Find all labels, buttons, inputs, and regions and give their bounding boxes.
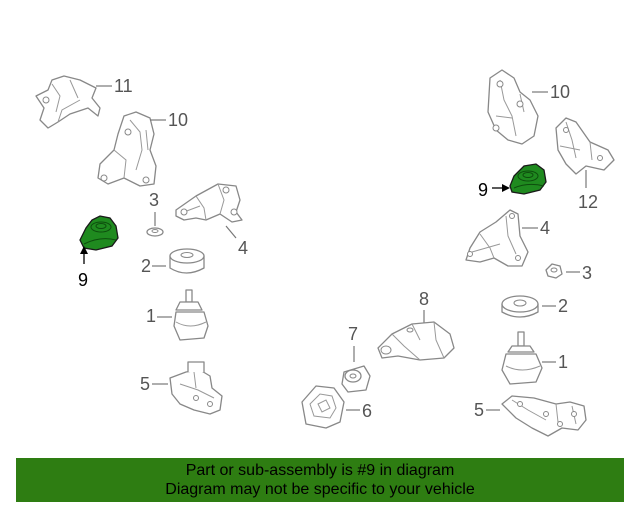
callout-right-1: 1 [558, 352, 568, 372]
callout-left-5: 5 [140, 374, 150, 394]
part-2-right[interactable] [501, 295, 556, 318]
callout-center-7: 7 [348, 324, 358, 344]
part-8-center[interactable] [377, 310, 455, 361]
part-5-right[interactable] [486, 395, 587, 437]
part-5-left[interactable] [152, 361, 223, 415]
callout-right-9: 9 [478, 180, 488, 200]
callout-center-6: 6 [362, 401, 372, 421]
part-1-right[interactable] [501, 331, 556, 385]
part-4-left[interactable] [175, 183, 243, 239]
callout-left-11: 11 [114, 76, 133, 96]
callout-center-8: 8 [419, 289, 429, 309]
callout-right-5: 5 [474, 400, 484, 420]
banner-line-part-info: Part or sub-assembly is #9 in diagram [185, 462, 455, 479]
callout-left-4: 4 [238, 238, 248, 258]
callout-left-9: 9 [78, 270, 88, 290]
part-7-center[interactable] [341, 346, 371, 393]
callout-right-10: 10 [550, 82, 570, 102]
banner-line-disclaimer: Diagram may not be specific to your vehi… [165, 481, 475, 498]
part-1-left[interactable] [157, 289, 209, 341]
part-10-right[interactable] [487, 69, 548, 145]
part-12-right[interactable] [555, 117, 615, 188]
callout-right-12: 12 [578, 192, 598, 212]
part-4-right[interactable] [465, 209, 538, 267]
callout-arrow-left-9 [80, 246, 88, 264]
part-3-left[interactable] [146, 212, 164, 237]
part-10-left[interactable] [97, 111, 166, 187]
callout-left-3: 3 [149, 190, 159, 210]
part-3-right[interactable] [545, 263, 580, 279]
part-6-center[interactable] [301, 385, 360, 429]
callout-left-1: 1 [146, 306, 156, 326]
callout-right-3: 3 [582, 263, 592, 283]
callout-right-4: 4 [540, 218, 550, 238]
part-11-left[interactable] [35, 75, 112, 129]
info-banner: Part or sub-assembly is #9 in diagram Di… [16, 458, 624, 502]
callout-left-2: 2 [141, 256, 151, 276]
part-2-left[interactable] [152, 248, 205, 274]
part-9-right-highlighted[interactable] [509, 163, 547, 195]
part-9-left-highlighted[interactable] [79, 215, 119, 251]
callout-arrow-right-9 [492, 184, 510, 192]
callout-right-2: 2 [558, 296, 568, 316]
parts-diagram: 11 10 3 4 9 2 [35, 69, 615, 437]
callout-left-10: 10 [168, 110, 188, 130]
